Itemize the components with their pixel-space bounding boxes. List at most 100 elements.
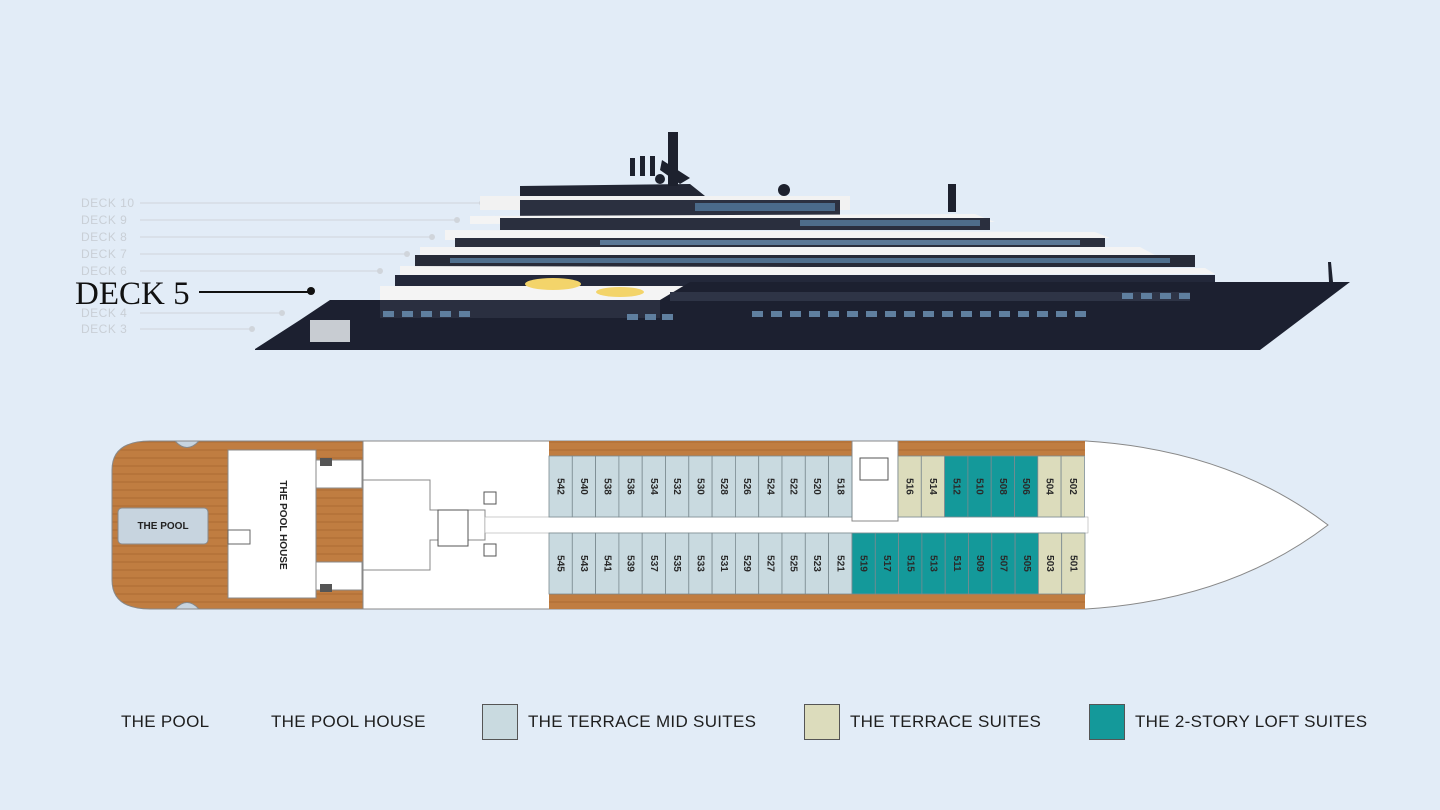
cabin-number: 545 xyxy=(555,555,566,572)
cabin-545[interactable]: 545 xyxy=(548,532,573,595)
hull-window xyxy=(752,311,763,317)
cabin-number: 511 xyxy=(951,555,962,572)
deck-level-label[interactable]: DECK 3 xyxy=(81,322,127,336)
cabin-530[interactable]: 530 xyxy=(688,455,713,518)
pool-area[interactable] xyxy=(117,507,209,545)
top-fwd-balcony-strip xyxy=(898,441,1085,456)
hull-window xyxy=(999,311,1010,317)
cabin-534[interactable]: 534 xyxy=(641,455,666,518)
cabin-number: 518 xyxy=(834,478,845,495)
cabin-521[interactable]: 521 xyxy=(828,532,853,595)
cabin-507[interactable]: 507 xyxy=(991,532,1016,595)
hull-window xyxy=(402,311,413,317)
cabin-540[interactable]: 540 xyxy=(571,455,596,518)
cabin-520[interactable]: 520 xyxy=(804,455,829,518)
cabin-524[interactable]: 524 xyxy=(758,455,783,518)
cabin-number: 502 xyxy=(1067,478,1078,495)
cabin-532[interactable]: 532 xyxy=(665,455,690,518)
cabin-number: 516 xyxy=(904,478,915,495)
cabin-number: 514 xyxy=(927,478,938,495)
pool-house-label: THE POOL HOUSE xyxy=(277,480,288,570)
cabin-number: 507 xyxy=(997,555,1008,572)
deck-level-label[interactable]: DECK 4 xyxy=(81,306,127,320)
cabin-511[interactable]: 511 xyxy=(944,532,969,595)
deck-level-label[interactable]: DECK 7 xyxy=(81,247,127,261)
deck-level-label[interactable]: DECK 9 xyxy=(81,213,127,227)
cabin-number: 508 xyxy=(997,478,1008,495)
hull-window xyxy=(459,311,470,317)
cabin-523[interactable]: 523 xyxy=(804,532,829,595)
cabin-512[interactable]: 512 xyxy=(944,455,969,518)
cabin-505[interactable]: 505 xyxy=(1014,532,1039,595)
cabin-537[interactable]: 537 xyxy=(641,532,666,595)
hull-window xyxy=(809,311,820,317)
cabin-543[interactable]: 543 xyxy=(571,532,596,595)
pool-house[interactable] xyxy=(227,449,317,599)
cabin-517[interactable]: 517 xyxy=(874,532,899,595)
pool-label: THE POOL xyxy=(137,521,188,532)
cabin-508[interactable]: 508 xyxy=(990,455,1015,518)
cabin-503[interactable]: 503 xyxy=(1038,532,1063,595)
cabin-number: 505 xyxy=(1021,555,1032,572)
cabin-515[interactable]: 515 xyxy=(898,532,923,595)
cabin-514[interactable]: 514 xyxy=(920,455,945,518)
cabin-number: 509 xyxy=(974,555,985,572)
cabin-number: 526 xyxy=(741,478,752,495)
cabin-528[interactable]: 528 xyxy=(711,455,736,518)
cabin-542[interactable]: 542 xyxy=(548,455,573,518)
legend-pool-house: THE POOL HOUSE xyxy=(271,700,426,744)
cabin-number: 501 xyxy=(1067,555,1078,572)
cabin-519[interactable]: 519 xyxy=(851,532,876,595)
hull-window xyxy=(790,311,801,317)
hull-windows xyxy=(383,293,1190,320)
cabin-number: 513 xyxy=(928,555,939,572)
hull-window xyxy=(1122,293,1133,299)
deck-level-label[interactable]: DECK 8 xyxy=(81,230,127,244)
cabin-number: 506 xyxy=(1020,478,1031,495)
cabin-518[interactable]: 518 xyxy=(828,455,853,518)
cabin-516[interactable]: 516 xyxy=(897,455,922,518)
cabin-510[interactable]: 510 xyxy=(967,455,992,518)
cabin-536[interactable]: 536 xyxy=(618,455,643,518)
cabin-501[interactable]: 501 xyxy=(1061,532,1086,595)
cabin-number: 503 xyxy=(1044,555,1055,572)
deck-level-label[interactable]: DECK 10 xyxy=(81,196,135,210)
deck-level-dot xyxy=(249,326,255,332)
cabin-504[interactable]: 504 xyxy=(1037,455,1062,518)
cabin-541[interactable]: 541 xyxy=(595,532,620,595)
cabin-535[interactable]: 535 xyxy=(665,532,690,595)
hull-window xyxy=(942,311,953,317)
cabin-531[interactable]: 531 xyxy=(711,532,736,595)
cabin-number: 543 xyxy=(578,555,589,572)
cabin-525[interactable]: 525 xyxy=(781,532,806,595)
cabin-number: 534 xyxy=(648,478,659,495)
cabin-number: 521 xyxy=(834,555,845,572)
deck-level-label[interactable]: DECK 6 xyxy=(81,264,127,278)
cabin-513[interactable]: 513 xyxy=(921,532,946,595)
cabin-number: 512 xyxy=(950,478,961,495)
ship-profile: DECK 10 DECK 9 DECK 8 DECK 7 DECK 6 DECK 4 DEC… xyxy=(75,132,1350,350)
hull-window xyxy=(1037,311,1048,317)
cabin-526[interactable]: 526 xyxy=(735,455,760,518)
cabin-number: 515 xyxy=(904,555,915,572)
current-deck-dot xyxy=(307,287,315,295)
cabin-502[interactable]: 502 xyxy=(1060,455,1085,518)
cabin-538[interactable]: 538 xyxy=(595,455,620,518)
corridor xyxy=(484,516,1089,534)
cabin-527[interactable]: 527 xyxy=(758,532,783,595)
cabin-539[interactable]: 539 xyxy=(618,532,643,595)
pool-notch-bottom xyxy=(173,602,201,610)
cabin-522[interactable]: 522 xyxy=(781,455,806,518)
cabin-529[interactable]: 529 xyxy=(735,532,760,595)
cabin-506[interactable]: 506 xyxy=(1014,455,1039,518)
cabin-533[interactable]: 533 xyxy=(688,532,713,595)
legend-pool-label: THE POOL xyxy=(121,712,210,731)
terrace-swatch xyxy=(804,704,840,740)
terrace-mid-swatch xyxy=(482,704,518,740)
cabin-number: 519 xyxy=(858,555,869,572)
cabin-509[interactable]: 509 xyxy=(968,532,993,595)
fwd-stair-core xyxy=(851,440,899,522)
